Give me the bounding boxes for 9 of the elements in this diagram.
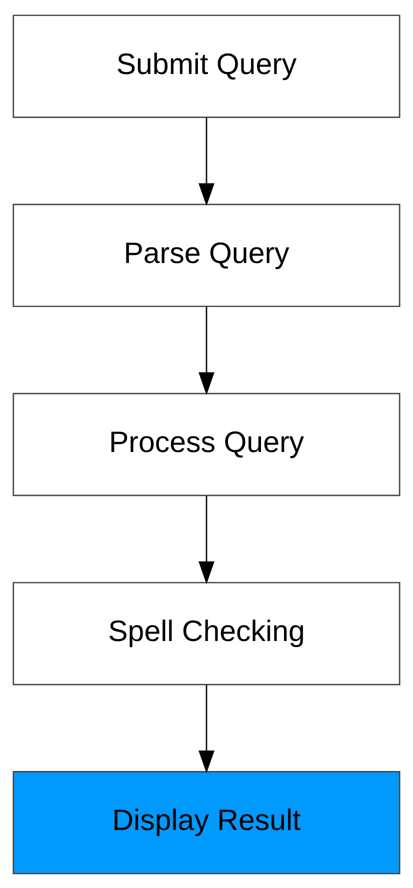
arrow — [198, 117, 214, 206]
arrow — [198, 684, 214, 773]
arrow — [198, 495, 214, 584]
node-box: Process Query — [12, 392, 400, 496]
node-box: Spell Checking — [12, 581, 400, 685]
node-box: Parse Query — [12, 203, 400, 307]
node-box: Display Result — [12, 770, 400, 874]
arrow — [198, 306, 214, 395]
node-box: Submit Query — [12, 14, 400, 118]
